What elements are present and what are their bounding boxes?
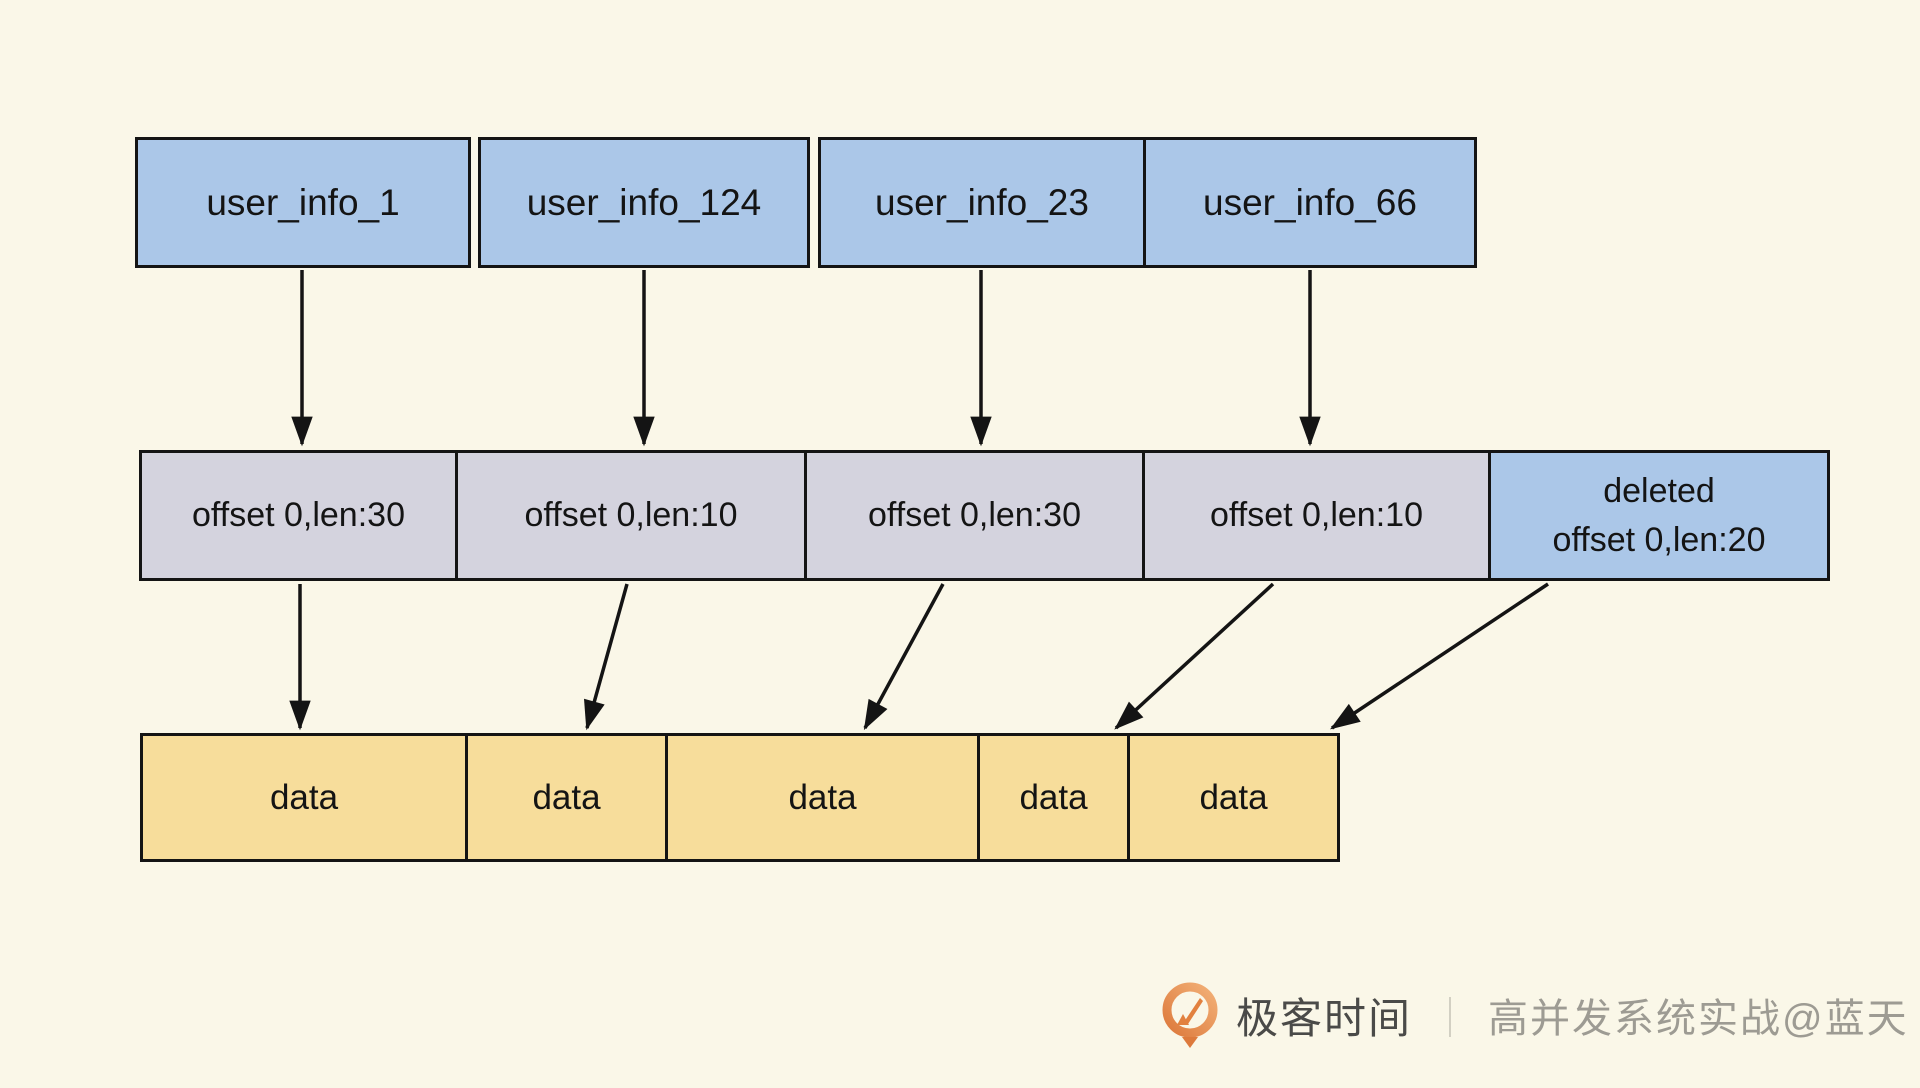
node-offset-1: offset 0,len:30 bbox=[139, 450, 458, 581]
node-label: user_info_66 bbox=[1203, 181, 1417, 223]
node-label: user_info_1 bbox=[206, 181, 400, 223]
node-label: data bbox=[788, 777, 857, 817]
node-user-info-1: user_info_1 bbox=[135, 137, 471, 268]
node-data-4: data bbox=[977, 733, 1130, 862]
node-offset-2: offset 0,len:10 bbox=[455, 450, 807, 581]
watermark-separator: ｜ bbox=[1430, 997, 1471, 1041]
node-offset-3: offset 0,len:30 bbox=[804, 450, 1145, 581]
node-user-info-124: user_info_124 bbox=[478, 137, 810, 268]
deleted-offset-line: offset 0,len:20 bbox=[1552, 520, 1766, 559]
node-label: offset 0,len:10 bbox=[1210, 496, 1423, 534]
node-label: data bbox=[269, 777, 339, 817]
node-user-info-66: user_info_66 bbox=[1143, 137, 1477, 268]
node-data-5: data bbox=[1127, 733, 1340, 862]
watermark-byline: 高并发系统实战@蓝天 bbox=[1488, 997, 1909, 1041]
node-label: user_info_124 bbox=[526, 181, 762, 223]
watermark-brand: 极客时间 bbox=[1236, 994, 1413, 1042]
node-label: offset 0,len:30 bbox=[868, 496, 1081, 534]
arrow-deleted-data5 bbox=[1330, 582, 1549, 730]
node-deleted: deleted offset 0,len:20 bbox=[1488, 450, 1830, 581]
arrow-offset2-data2 bbox=[584, 583, 629, 731]
geektime-logo-icon bbox=[1162, 982, 1218, 1048]
node-label: offset 0,len:30 bbox=[192, 496, 405, 534]
node-label: offset 0,len:10 bbox=[524, 496, 738, 534]
arrow-offset3-data3 bbox=[863, 583, 945, 731]
node-label: data bbox=[1199, 777, 1268, 817]
node-user-info-23: user_info_23 bbox=[818, 137, 1146, 268]
node-data-2: data bbox=[465, 733, 668, 862]
node-offset-4: offset 0,len:10 bbox=[1142, 450, 1491, 581]
watermark: 极客时间 ｜ 高并发系统实战@蓝天 bbox=[1158, 982, 1909, 1048]
node-label: data bbox=[532, 777, 601, 817]
node-label: data bbox=[1019, 777, 1088, 817]
deleted-line: deleted bbox=[1603, 472, 1715, 511]
node-data-1: data bbox=[140, 733, 468, 862]
node-data-3: data bbox=[665, 733, 980, 862]
node-label: user_info_23 bbox=[875, 181, 1089, 223]
arrow-offset4-data4 bbox=[1114, 582, 1275, 730]
